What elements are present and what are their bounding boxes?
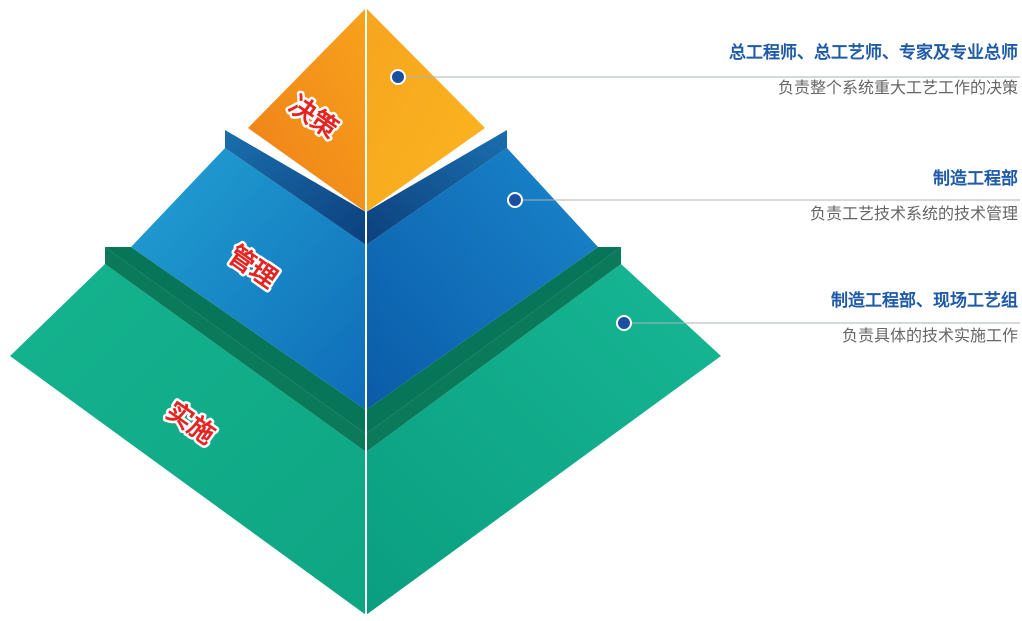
marker-dot-implementation: [616, 315, 632, 331]
tier-top-left-face: [248, 8, 366, 212]
callout-desc-implementation: 负责具体的技术实施工作: [841, 326, 1018, 345]
tier-bottom-rim-left: [105, 247, 366, 452]
callout-management: 制造工程部 负责工艺技术系统的技术管理: [810, 168, 1018, 225]
tier-bottom-inner-left: [105, 247, 366, 434]
callout-desc-decision: 负责整个系统重大工艺工作的决策: [777, 78, 1018, 97]
tier-top-right-face: [366, 8, 485, 212]
tier-bottom-rim-right: [366, 247, 621, 452]
tier-middle-left-face: [131, 148, 366, 410]
callout-title-management: 制造工程部: [933, 169, 1018, 189]
callout-title-decision: 总工程师、总工艺师、专家及专业总师: [729, 43, 1018, 63]
callout-implementation: 制造工程部、现场工艺组 负责具体的技术实施工作: [831, 290, 1018, 347]
callout-decision: 总工程师、总工艺师、专家及专业总师 负责整个系统重大工艺工作的决策: [729, 42, 1018, 99]
tier-bottom-inner-right: [366, 247, 621, 434]
marker-dot-decision: [390, 69, 406, 85]
tier-middle-rim-right: [366, 130, 507, 245]
marker-dot-management: [507, 192, 523, 208]
tier-middle-rim-left: [225, 130, 366, 245]
tier-bottom-right-face: [366, 264, 721, 615]
tier-middle-right-face: [366, 148, 598, 410]
tier-bottom-left-face: [10, 264, 366, 615]
callout-desc-management: 负责工艺技术系统的技术管理: [809, 204, 1018, 223]
callout-title-implementation: 制造工程部、现场工艺组: [831, 291, 1018, 311]
